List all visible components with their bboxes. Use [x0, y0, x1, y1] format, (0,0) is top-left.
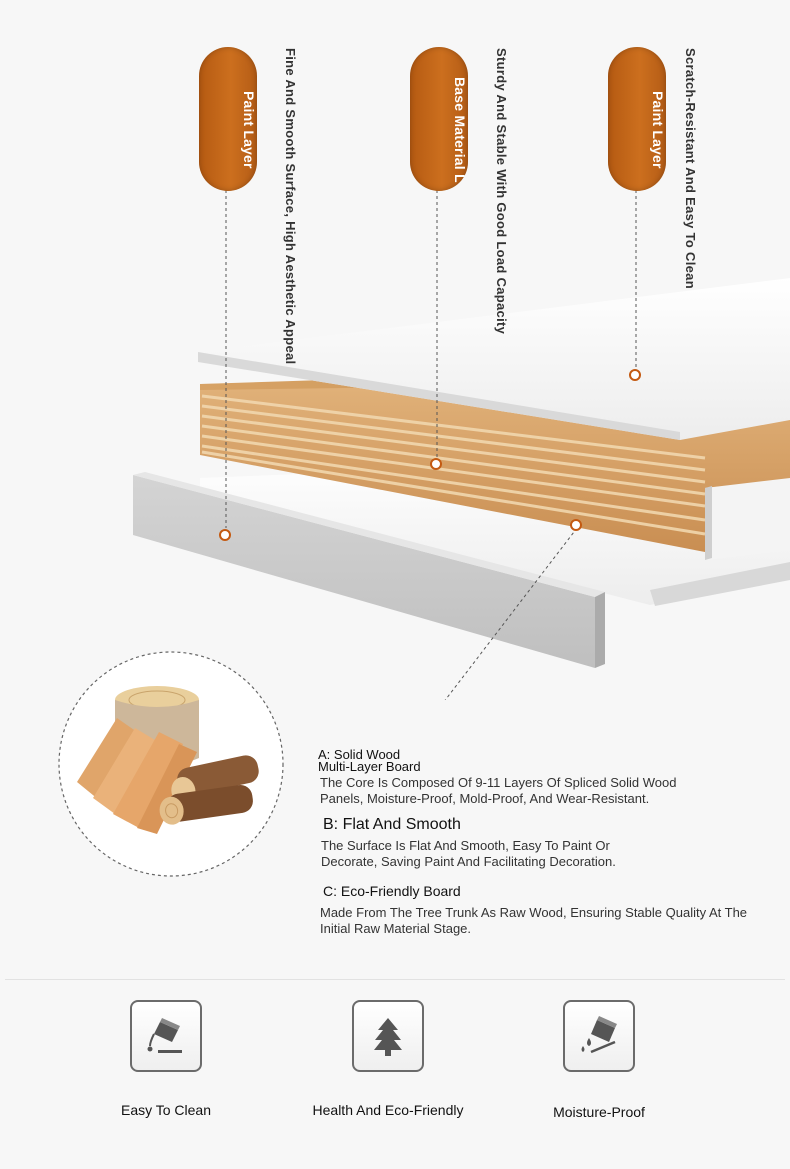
leader-lines — [225, 190, 637, 700]
detail-b-body: The Surface Is Flat And Smooth, Easy To … — [321, 838, 616, 869]
feature-label-moisture-proof: Moisture-Proof — [553, 1104, 645, 1120]
raw-wood-logs-illustration — [58, 651, 284, 877]
paint-bucket-icon — [130, 1000, 202, 1072]
feature-moisture-proof: Moisture-Proof — [499, 1000, 699, 1120]
feature-easy-to-clean: Easy To Clean — [66, 1000, 266, 1118]
paint-layer-pill-2: Paint Layer — [608, 47, 666, 191]
detail-a-title-line1: A: Solid Wood — [318, 747, 401, 762]
base-material-pill: Base Material L — [410, 47, 468, 191]
feature-label-easy-to-clean: Easy To Clean — [120, 1102, 211, 1118]
board-cross-section-illustration — [133, 190, 790, 700]
paint-layer-description-2: Scratch-Resistant And Easy To Clean — [683, 48, 698, 289]
section-divider — [5, 979, 785, 980]
detail-b-title: B: Flat And Smooth — [323, 816, 461, 833]
core-layer-marker — [430, 458, 442, 470]
detail-c-body: Made From The Tree Trunk As Raw Wood, En… — [320, 905, 748, 936]
water-drop-bucket-icon — [563, 1000, 635, 1072]
detail-a-body: The Core Is Composed Of 9-11 Layers Of S… — [320, 775, 677, 806]
feature-health-eco: Health And Eco-Friendly — [288, 1000, 488, 1118]
bottom-layer-marker — [219, 529, 231, 541]
top-paint-layer — [198, 278, 790, 440]
top-layer-marker — [629, 369, 641, 381]
paint-layer-pill-1: Paint Layer — [199, 47, 257, 191]
base-material-description: Sturdy And Stable With Good Load Capacit… — [494, 48, 509, 335]
feature-label-health-eco: Health And Eco-Friendly — [312, 1102, 464, 1118]
detail-a-title-line2: Multi-Layer Board — [318, 759, 421, 774]
detail-c-title: C: Eco-Friendly Board — [323, 883, 461, 899]
solid-wood-marker — [570, 519, 582, 531]
paint-layer-description-1: Fine And Smooth Surface, High Aesthetic … — [283, 48, 298, 365]
front-edge-strip — [133, 472, 605, 668]
tree-icon — [352, 1000, 424, 1072]
